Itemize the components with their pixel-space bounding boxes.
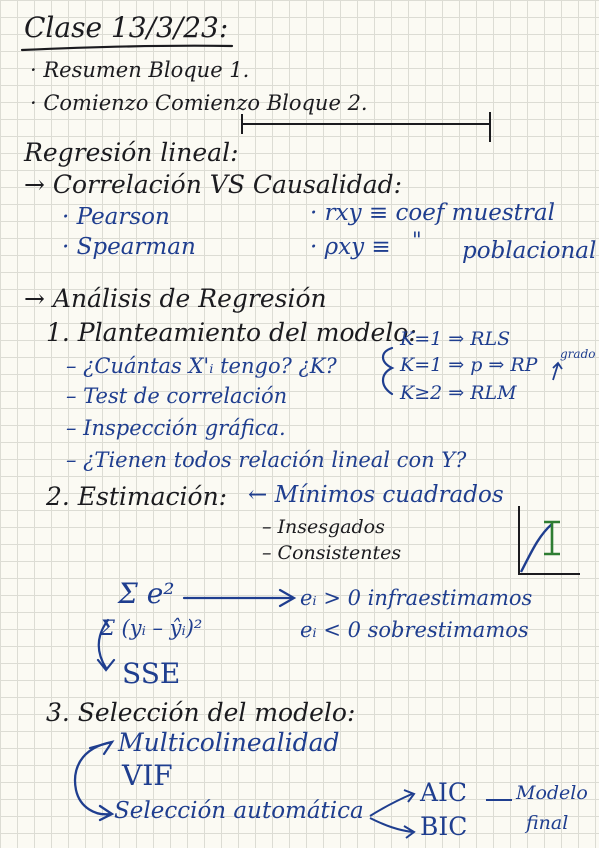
seleccion-automatica: Selección automática	[114, 798, 364, 824]
multicol-pointer	[88, 740, 115, 756]
multicolinealidad-item: Multicolinealidad	[118, 728, 340, 757]
ei-negative: eᵢ < 0 sobrestimamos	[300, 618, 529, 642]
bic-label: BIC	[420, 812, 468, 841]
insesgados-item: – Insesgados	[262, 516, 385, 538]
poblacional-label: poblacional	[462, 238, 597, 264]
page-title: Clase 13/3/23:	[24, 11, 229, 44]
k2-rlm: K≥2 ⇒ RLM	[400, 382, 517, 404]
inspeccion-item: – Inspección gráfica.	[66, 416, 286, 440]
test-correlacion-item: – Test de correlación	[66, 384, 288, 408]
analisis-heading: → Análisis de Regresión	[24, 284, 327, 313]
pxy-definition: · ρxy ≡	[310, 234, 391, 260]
sum-e-squared: Σ e²	[118, 577, 175, 610]
vif-label: VIF	[122, 759, 173, 792]
tienen-item: – ¿Tienen todos relación lineal con Y?	[66, 448, 467, 472]
k-brace	[381, 346, 395, 396]
seleccion-heading: 3. Selección del modelo:	[46, 698, 356, 727]
grado-label: grado	[560, 347, 596, 361]
to-sse-arrow	[96, 618, 116, 672]
aic-arrow	[369, 789, 416, 817]
multicol-arrow	[73, 740, 115, 822]
pearson-item: · Pearson	[62, 204, 170, 230]
estimacion-heading: 2. Estimación:	[46, 482, 228, 511]
rxy-definition: · rxy ≡ coef muestral	[310, 200, 555, 226]
bullet-comienzo: · Comienzo Comienzo Bloque 2.	[30, 91, 368, 115]
k1-rp: K=1 ⇒ p ⇒ RP	[400, 354, 538, 376]
ditto-mark: "	[412, 228, 422, 252]
regression-mini-plot	[518, 506, 580, 575]
consistentes-item: – Consistentes	[262, 542, 402, 564]
correlacion-heading: → Correlación VS Causalidad:	[24, 170, 403, 199]
modelo-label: Modelo	[516, 782, 588, 804]
bic-arrow	[369, 817, 416, 839]
final-label: final	[526, 812, 569, 834]
planteamiento-heading: 1. Planteamiento del modelo:	[46, 318, 417, 347]
k1-rls: K=1 ⇒ RLS	[400, 328, 511, 350]
ei-positive: eᵢ > 0 infraestimamos	[300, 586, 533, 610]
sum-to-ei-arrow	[182, 588, 297, 608]
bullet-resumen: · Resumen Bloque 1.	[30, 58, 250, 82]
aic-label: AIC	[420, 778, 468, 807]
strike-bar	[241, 112, 491, 142]
sse-label: SSE	[122, 657, 181, 690]
cuantas-item: – ¿Cuántas X'ᵢ tengo? ¿K?	[66, 354, 337, 378]
regresion-lineal-heading: Regresión lineal:	[24, 138, 239, 167]
title-underline	[20, 44, 234, 52]
sum-formula: Σ (yᵢ – ŷᵢ)²	[100, 616, 203, 640]
spearman-item: · Spearman	[62, 234, 196, 260]
grado-arrow	[552, 361, 563, 381]
minimos-cuadrados: ← Mínimos cuadrados	[248, 482, 504, 508]
